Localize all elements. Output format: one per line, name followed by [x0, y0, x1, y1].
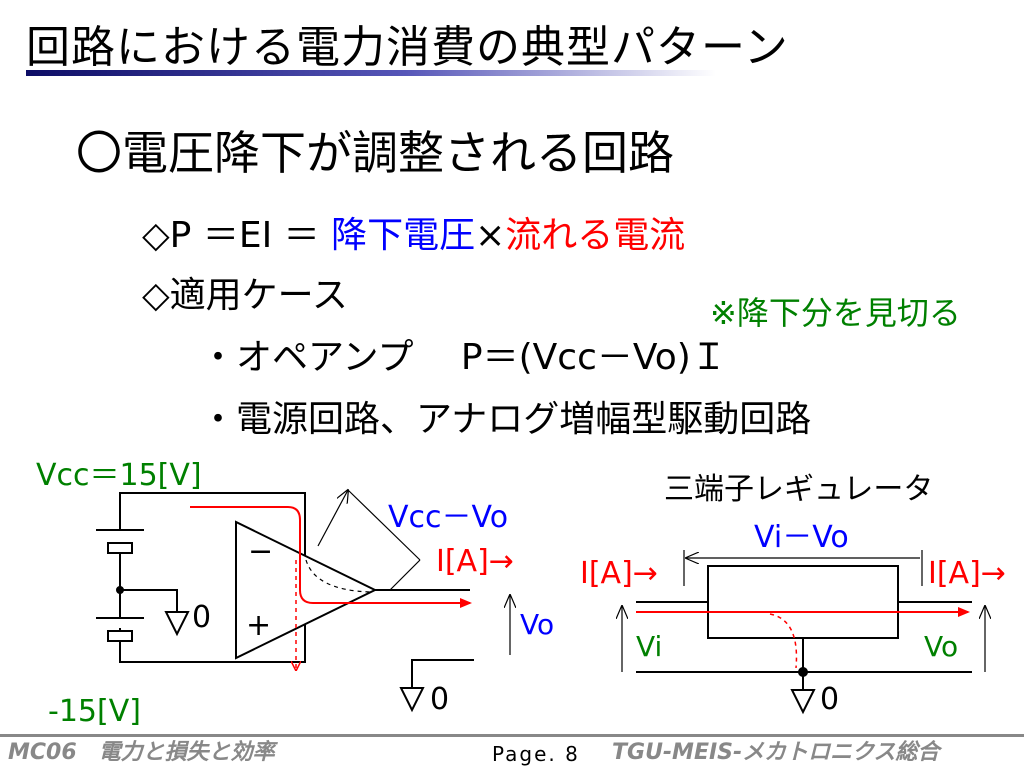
footer-divider	[0, 734, 1024, 737]
opamp-drop-label: Vcc－Vo	[388, 500, 509, 535]
formula-prefix: ◇P ＝EI ＝	[142, 215, 332, 256]
power-formula-line: ◇P ＝EI ＝ 降下電圧×流れる電流	[142, 212, 685, 260]
opamp-vo-label: Vo	[520, 608, 555, 641]
regulator-drop-label: Vi－Vo	[754, 520, 849, 555]
opamp-inverting-sign: −	[248, 534, 274, 569]
opamp-current-path	[190, 506, 472, 608]
opamp-diagram	[96, 490, 510, 713]
footer-page-number: Page. 8	[492, 742, 580, 766]
negative-supply-label: -15[V]	[48, 694, 141, 729]
regulator-vo-label: Vo	[924, 630, 959, 663]
opamp-noninverting-sign: +	[246, 608, 272, 643]
ground-label-opamp-out: 0	[430, 682, 450, 717]
formula-times: ×	[475, 215, 506, 256]
slide-heading: 〇電圧降下が調整される回路	[76, 126, 674, 180]
regulator-diagram	[622, 550, 985, 715]
regulator-vi-label: Vi	[636, 630, 663, 663]
formula-current: 流れる電流	[505, 215, 686, 256]
regulator-ground-label: 0	[820, 682, 840, 717]
footer-course: MC06 電力と損失と効率	[8, 740, 275, 765]
slide-title: 回路における電力消費の典型パターン	[26, 22, 789, 73]
title-underline	[26, 70, 716, 76]
opamp-current-label: I[A]→	[436, 544, 514, 579]
case-opamp: ・オペアンプ P＝(Vcc－Vo)Ｉ	[200, 337, 727, 378]
vcc-label: Vcc＝15[V]	[36, 458, 202, 493]
regulator-current-out-label: I[A]→	[928, 556, 1006, 591]
ground-label-opamp-mid: 0	[192, 600, 212, 635]
note-text: ※降下分を見切る	[710, 294, 961, 332]
application-cases: ◇適用ケース	[142, 275, 348, 316]
footer-organization: TGU-MEIS-メカトロニクス総合	[612, 740, 940, 765]
formula-voltage-drop: 降下電圧	[331, 215, 476, 256]
case-power-circuit: ・電源回路、アナログ増幅型駆動回路	[200, 399, 812, 440]
regulator-current-in-label: I[A]→	[580, 556, 658, 591]
regulator-title: 三端子レギュレータ	[664, 472, 934, 507]
